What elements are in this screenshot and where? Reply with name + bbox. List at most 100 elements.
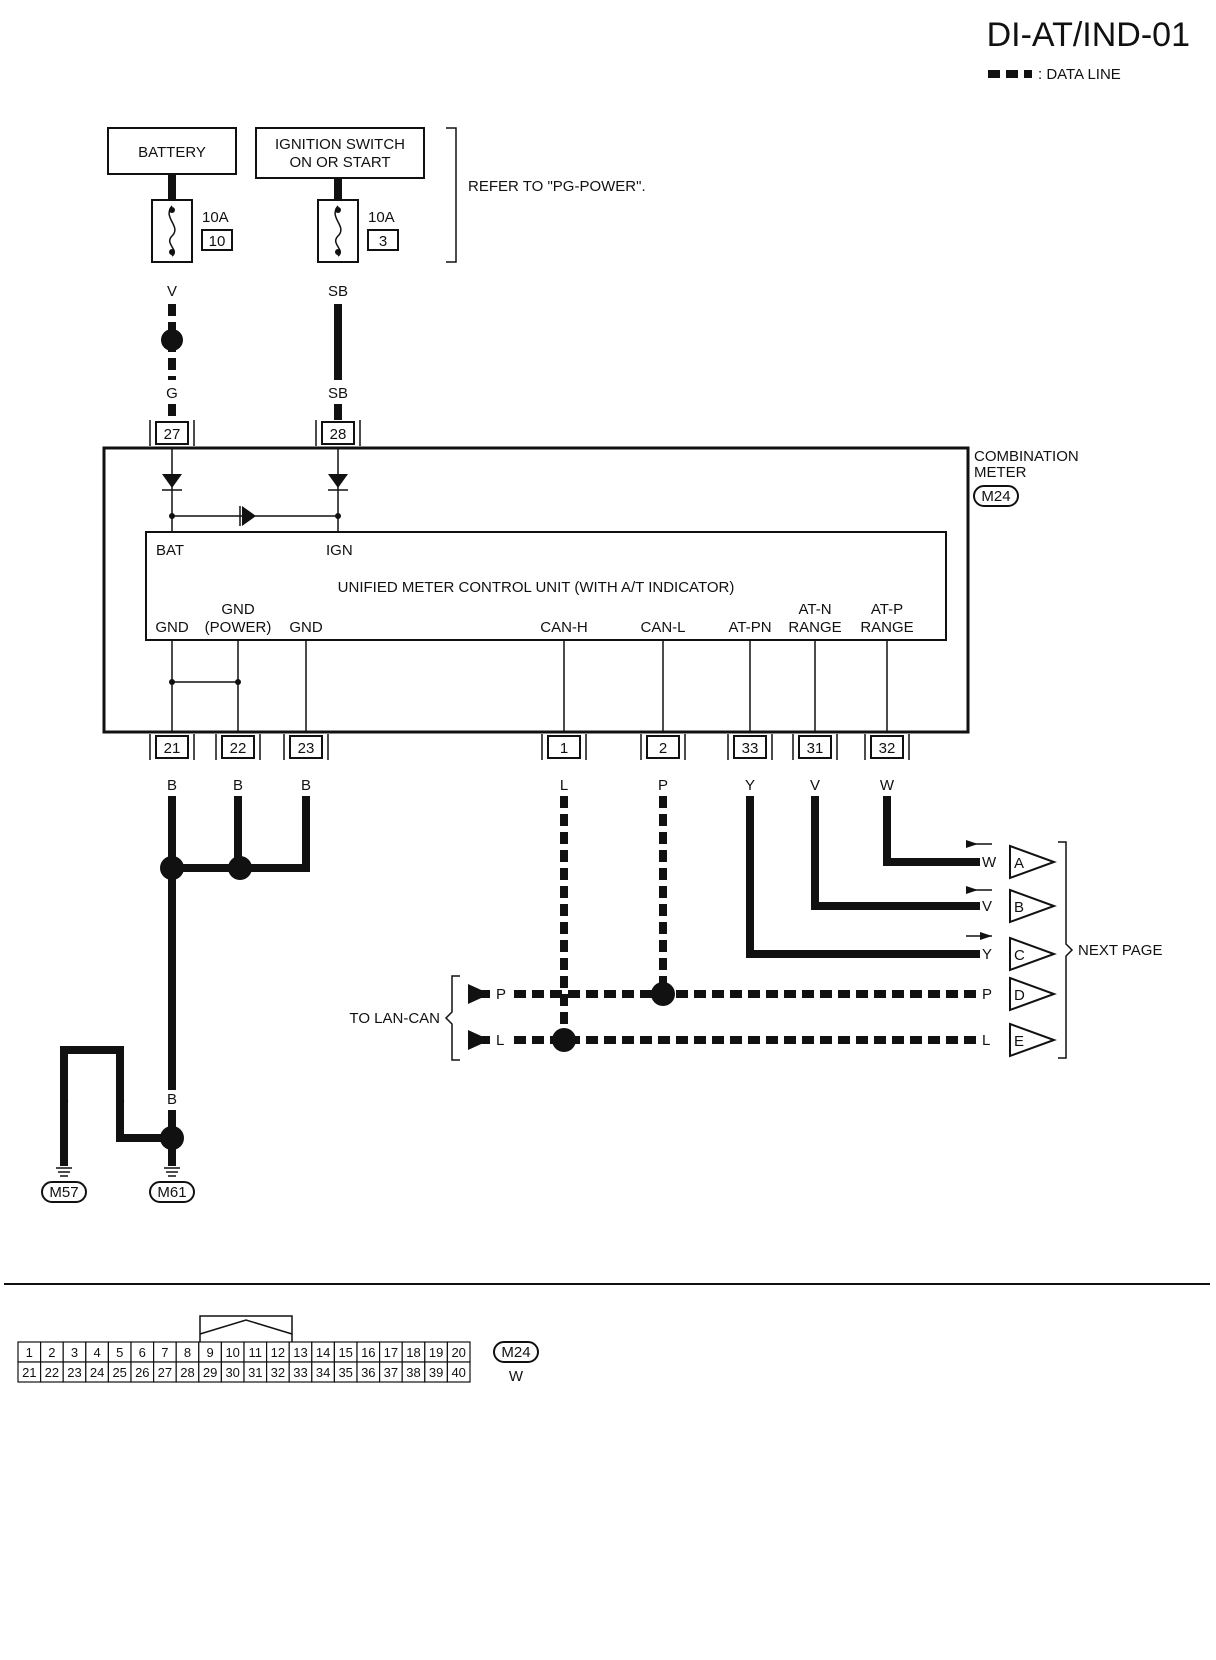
connector-pin-number: 15 <box>338 1345 352 1360</box>
connector-pin-number: 35 <box>338 1365 352 1380</box>
battery-label: BATTERY <box>138 144 206 161</box>
output-b: V B <box>982 888 1057 924</box>
internal-signal-lines <box>563 640 888 732</box>
svg-text:B: B <box>1014 899 1024 916</box>
output-d: P D <box>982 976 1057 1012</box>
wire-ign-top-color: SB <box>328 283 348 300</box>
connector-pin-number: 1 <box>26 1345 33 1360</box>
combination-meter-title-2: METER <box>974 464 1027 481</box>
wire-ground-right-color: B <box>167 1091 177 1108</box>
connector-pin-number: 24 <box>90 1365 104 1380</box>
connector-pin-number: 14 <box>316 1345 330 1360</box>
connector-pin-number: 36 <box>361 1365 375 1380</box>
ground-symbol-m57: M57 <box>41 1167 87 1203</box>
pin-33: 33 <box>727 734 773 760</box>
svg-text:P: P <box>982 986 992 1003</box>
wire-battery-top-color: V <box>167 283 177 300</box>
meter-connector-id: M24 <box>981 488 1010 505</box>
lan-can-bracket <box>444 975 460 1061</box>
wire-gnd22-color: B <box>233 777 243 794</box>
connector-pin-number: 30 <box>225 1365 239 1380</box>
pin-21: 21 <box>149 734 195 760</box>
connector-pin-number: 11 <box>249 1345 263 1360</box>
connector-pin-number: 2 <box>48 1345 55 1360</box>
fuse-3-number: 3 <box>379 233 387 250</box>
connector-pin-number: 33 <box>293 1365 307 1380</box>
connector-pin-number: 13 <box>293 1345 307 1360</box>
connector-pin-number: 40 <box>451 1365 465 1380</box>
svg-text:C: C <box>1014 947 1025 964</box>
connector-pin-number: 16 <box>361 1345 375 1360</box>
wire-ign-bottom-color: SB <box>328 385 348 402</box>
connector-pin-number: 27 <box>158 1365 172 1380</box>
connector-pin-number: 19 <box>429 1345 443 1360</box>
connector-pin-number: 22 <box>45 1365 59 1380</box>
terminal-at-n-label-2: RANGE <box>788 619 841 636</box>
combination-meter-title-1: COMBINATION <box>974 448 1079 465</box>
unified-meter-control-unit-box <box>145 531 947 641</box>
ground-wiring <box>60 796 310 1166</box>
internal-ground-lines <box>169 640 307 732</box>
pin-27: 27 <box>149 420 195 446</box>
output-e: L E <box>982 1022 1057 1058</box>
diode-bridge <box>169 506 341 526</box>
splice-battery <box>161 329 183 351</box>
ignition-switch-box <box>255 127 425 179</box>
svg-text:E: E <box>1014 1033 1024 1050</box>
connector-pin-number: 29 <box>203 1365 217 1380</box>
data-line-legend: : DATA LINE <box>988 66 1121 83</box>
connector-pin-number: 12 <box>271 1345 285 1360</box>
svg-text:32: 32 <box>879 740 896 757</box>
wire-can-h-color: L <box>560 777 568 794</box>
svg-text:W: W <box>982 854 997 871</box>
to-lan-can-label: TO LAN-CAN <box>349 1010 440 1027</box>
connector-pin-number: 38 <box>406 1365 420 1380</box>
svg-text:28: 28 <box>330 426 347 443</box>
terminal-at-p-label-2: RANGE <box>860 619 913 636</box>
terminal-gnd1-label: GND <box>155 619 189 636</box>
wire-battery-bottom-color: G <box>166 385 178 402</box>
connector-pin-number: 9 <box>206 1345 213 1360</box>
at-signal-wiring <box>746 796 992 958</box>
svg-text:33: 33 <box>742 740 759 757</box>
fuse-10: 10A 10 <box>151 174 233 263</box>
control-unit-label: UNIFIED METER CONTROL UNIT (WITH A/T IND… <box>338 579 735 596</box>
can-wiring <box>468 796 980 1052</box>
data-line-legend-label: : DATA LINE <box>1038 66 1121 83</box>
pin-2: 2 <box>640 734 686 760</box>
fuse-10-number: 10 <box>209 233 226 250</box>
connector-pin-cell <box>446 1361 471 1383</box>
svg-text:Y: Y <box>982 946 992 963</box>
connector-pin-number: 39 <box>429 1365 443 1380</box>
terminal-at-pn-label: AT-PN <box>728 619 771 636</box>
connector-pin-number: 28 <box>180 1365 194 1380</box>
terminal-can-l-label: CAN-L <box>640 619 685 636</box>
pin-23: 23 <box>283 734 329 760</box>
terminal-at-n-label-1: AT-N <box>798 601 831 618</box>
connector-view-badge <box>493 1341 539 1363</box>
connector-view-id: M24 <box>501 1344 530 1361</box>
connector-pin-number: 10 <box>225 1345 239 1360</box>
pin-22: 22 <box>215 734 261 760</box>
connector-pin-number: 26 <box>135 1365 149 1380</box>
svg-text:31: 31 <box>807 740 824 757</box>
terminal-bat-label: BAT <box>156 542 184 559</box>
ground-m57-label: M57 <box>49 1184 78 1201</box>
connector-view-color: W <box>509 1368 524 1385</box>
ground-symbol-m61: M61 <box>149 1167 195 1203</box>
connector-pin-number: 4 <box>93 1345 100 1360</box>
terminal-ign-label: IGN <box>326 542 353 559</box>
svg-text:D: D <box>1014 987 1025 1004</box>
connector-pin-number: 8 <box>184 1345 191 1360</box>
ignition-label-line2: ON OR START <box>289 154 390 171</box>
connector-pin-number: 23 <box>67 1365 81 1380</box>
connector-pin-number: 18 <box>406 1345 420 1360</box>
pin-1: 1 <box>541 734 587 760</box>
svg-text:22: 22 <box>230 740 247 757</box>
wire-gnd23-color: B <box>301 777 311 794</box>
wire-at-p-color: W <box>880 777 895 794</box>
diagram-code: DI-AT/IND-01 <box>987 16 1190 54</box>
wire-gnd21-color: B <box>167 777 177 794</box>
fuse-3: 10A 3 <box>317 178 399 263</box>
